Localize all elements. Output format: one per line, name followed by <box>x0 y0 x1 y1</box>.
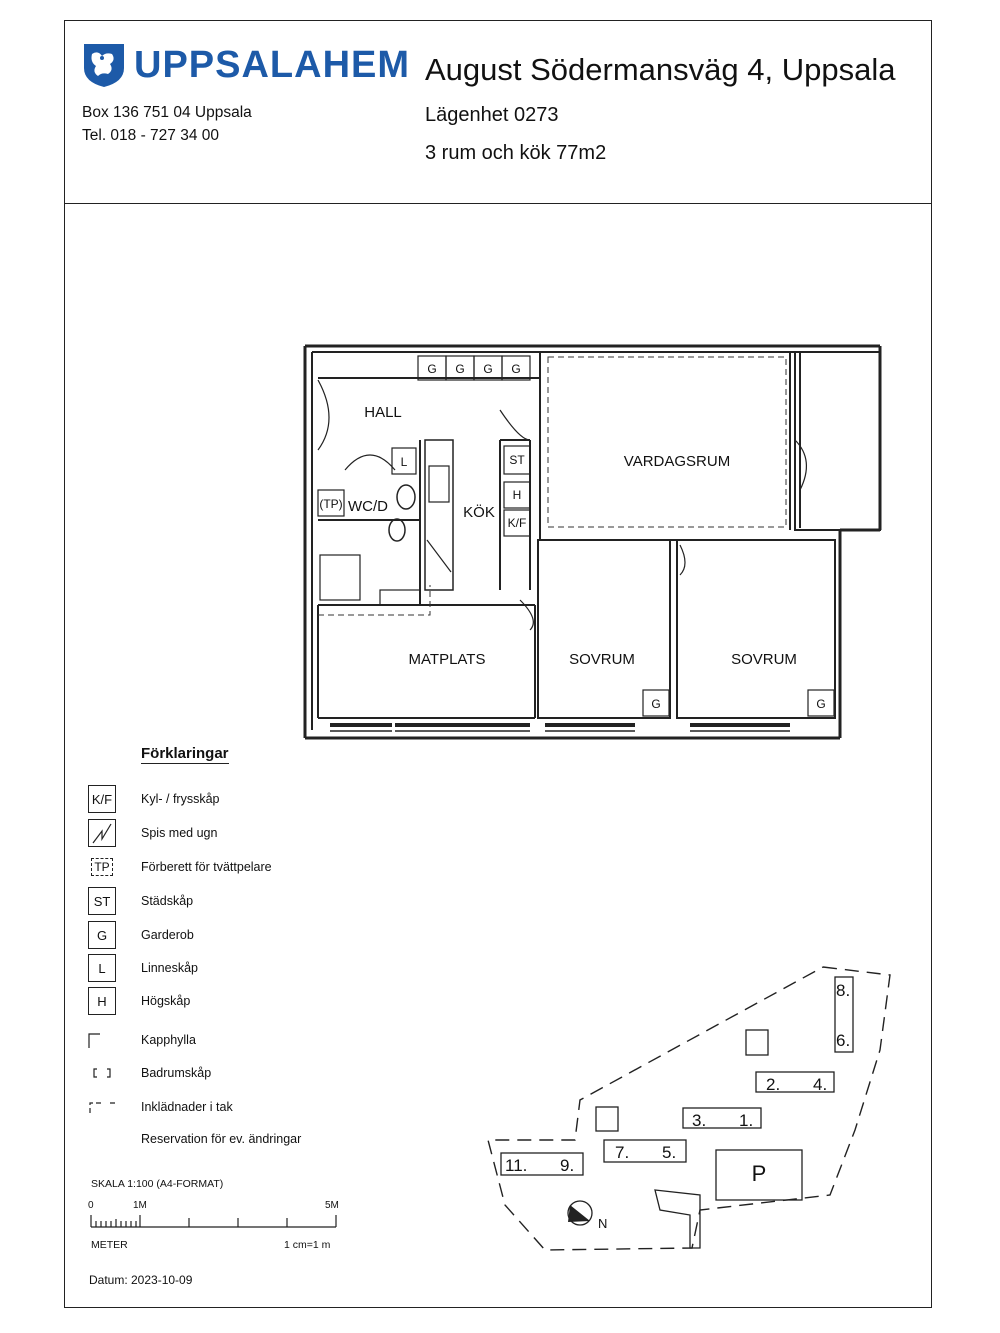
cleaning-cabinet-st: ST <box>509 453 525 467</box>
room-kitchen: KÖK <box>463 503 495 521</box>
legend-label-h: Högskåp <box>141 994 191 1008</box>
ceiling-cladding-icon <box>88 1093 116 1121</box>
tall-cabinet-h: H <box>513 488 522 502</box>
scale-ratio: 1 cm=1 m <box>284 1239 331 1251</box>
legend-item-g: G Garderob <box>88 920 194 950</box>
room-living: VARDAGSRUM <box>624 453 730 470</box>
site-label-1: 1. <box>739 1111 753 1130</box>
site-label-11: 11. <box>505 1156 527 1175</box>
legend-symbol-kf: K/F <box>88 785 116 813</box>
wardrobe-g-4: G <box>511 362 520 376</box>
legend-label-coat-shelf: Kapphylla <box>141 1033 196 1047</box>
coat-shelf-icon <box>88 1026 116 1054</box>
legend-label-g: Garderob <box>141 928 194 942</box>
address-line-2: Tel. 018 - 727 34 00 <box>82 127 220 144</box>
scale-label: SKALA 1:100 (A4-FORMAT) <box>91 1178 224 1190</box>
wardrobe-g-bedroom-1: G <box>651 697 660 711</box>
site-label-9: 9. <box>560 1156 574 1175</box>
room-hall: HALL <box>364 404 402 421</box>
legend-label-ceiling-cladding: Inklädnader i tak <box>141 1100 233 1114</box>
apartment-size: 3 rum och kök 77m2 <box>425 142 607 164</box>
legend-label-tp: Förberett för tvättpelare <box>141 860 272 874</box>
brand-name: UPPSALAHEM <box>134 44 411 86</box>
site-label-7: 7. <box>615 1143 629 1162</box>
header-divider <box>64 203 932 204</box>
legend-symbol-g: G <box>88 921 116 949</box>
bathroom-cabinet-icon <box>88 1059 116 1087</box>
washer-tower-tp: (TP) <box>319 497 342 511</box>
site-label-4: 4. <box>813 1075 827 1094</box>
linen-cabinet-l: L <box>401 455 408 469</box>
wardrobe-g-2: G <box>455 362 464 376</box>
legend-item-kf: K/F Kyl- / frysskåp <box>88 784 220 814</box>
brand-logo: UPPSALAHEM <box>82 42 410 88</box>
wardrobe-g-bedroom-2: G <box>816 697 825 711</box>
scale-tick-5m: 5M <box>325 1200 339 1211</box>
page-frame <box>64 20 932 1308</box>
property-title: August Södermansväg 4, Uppsala <box>425 52 896 87</box>
scale-unit: METER <box>91 1239 128 1251</box>
north-label: N <box>598 1216 607 1231</box>
legend-item-h: H Högskåp <box>88 986 190 1016</box>
wardrobe-g-3: G <box>483 362 492 376</box>
site-label-6: 6. <box>836 1031 850 1050</box>
room-wc: WC/D <box>348 498 388 515</box>
legend-symbol-h: H <box>88 987 116 1015</box>
scale-tick-1m: 1M <box>133 1200 147 1211</box>
address-line-1: Box 136 751 04 Uppsala <box>82 104 252 121</box>
legend-label-l: Linneskåp <box>141 961 198 975</box>
room-bedroom-2: SOVRUM <box>731 651 797 668</box>
site-label-5: 5. <box>662 1143 676 1162</box>
legend-item-coat-shelf: Kapphylla <box>88 1025 196 1055</box>
scale-tick-0: 0 <box>88 1200 94 1211</box>
legend-label-kf: Kyl- / frysskåp <box>141 792 220 806</box>
legend-label-bathroom-cabinet: Badrumskåp <box>141 1066 212 1080</box>
date-label: Datum: 2023-10-09 <box>89 1273 193 1287</box>
reservation-note: Reservation för ev. ändringar <box>141 1132 302 1146</box>
wardrobe-g-1: G <box>427 362 436 376</box>
legend-item-l: L Linneskåp <box>88 953 198 983</box>
washer-tower-icon: TP <box>88 853 116 881</box>
legend-item-ceiling-cladding: Inklädnader i tak <box>88 1092 233 1122</box>
scale-bar <box>90 1215 337 1228</box>
site-label-8: 8. <box>836 981 850 1000</box>
lion-shield-icon <box>84 44 124 87</box>
legend-symbol-l: L <box>88 954 116 982</box>
site-parking: P <box>752 1161 767 1186</box>
legend-symbol-st: ST <box>88 887 116 915</box>
legend-label-stove: Spis med ugn <box>141 826 218 840</box>
room-bedroom-1: SOVRUM <box>569 651 635 668</box>
north-arrow-icon <box>568 1205 590 1222</box>
legend-item-st: ST Städskåp <box>88 886 193 916</box>
site-label-2: 2. <box>766 1075 780 1094</box>
stove-icon <box>88 819 116 847</box>
legend-item-bathroom-cabinet: Badrumskåp <box>88 1058 211 1088</box>
site-label-3: 3. <box>692 1111 706 1130</box>
apartment-number: Lägenhet 0273 <box>425 104 559 126</box>
fridge-freezer-kf: K/F <box>508 516 527 530</box>
legend-title: Förklaringar <box>141 745 229 764</box>
room-dining: MATPLATS <box>409 651 486 668</box>
legend-label-st: Städskåp <box>141 894 194 908</box>
legend-item-tp: TP Förberett för tvättpelare <box>88 852 272 882</box>
legend-item-stove: Spis med ugn <box>88 818 217 848</box>
